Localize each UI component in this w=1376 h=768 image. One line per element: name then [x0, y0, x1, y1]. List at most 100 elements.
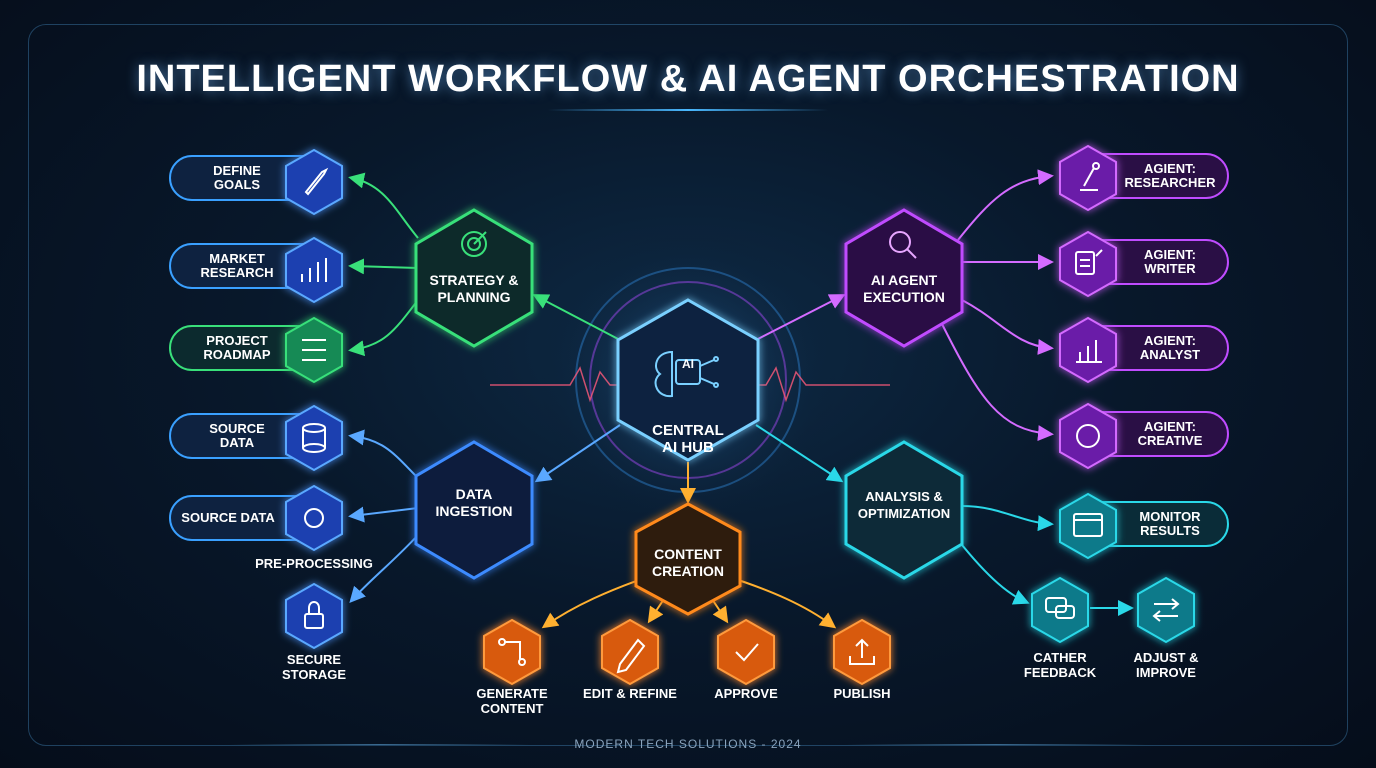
- connector-content-generate: [541, 575, 651, 629]
- gear-icon-hex: [285, 484, 343, 552]
- document-pen-icon: [1075, 249, 1103, 275]
- database-icon-hex: [285, 404, 343, 472]
- adjust-line2: IMPROVE: [1136, 665, 1196, 680]
- lock-icon: [304, 601, 324, 629]
- market-research-line2: RESEARCH: [200, 265, 274, 280]
- connector-hub-agents: [755, 294, 846, 341]
- ingestion-hexagon[interactable]: [414, 440, 534, 580]
- hub-hexagon[interactable]: [616, 298, 760, 462]
- strategy-label-line1: STRATEGY &: [429, 272, 519, 288]
- source-data-line2: DATA: [219, 435, 255, 450]
- connector-content-publish: [725, 575, 837, 629]
- chat-icon: [1045, 597, 1075, 619]
- pulse-right: [756, 366, 890, 403]
- flow-icon-hex: [483, 618, 541, 686]
- check-icon: [735, 643, 759, 662]
- connector-ingestion-source: [348, 429, 419, 479]
- swap-arrows-icon-hex: [1137, 576, 1195, 644]
- content-hexagon[interactable]: [634, 502, 742, 616]
- writer-line1: AGIENT:: [1144, 247, 1196, 262]
- flow-icon: [498, 638, 526, 666]
- connector-strategy-goals: [348, 172, 419, 239]
- strategy-label-line2: PLANNING: [437, 289, 511, 305]
- palette-icon-hex: [1059, 402, 1117, 470]
- hub-label-line1: CENTRAL: [652, 422, 724, 439]
- rocket-icon: [304, 167, 329, 196]
- generate-line1: GENERATE: [476, 686, 548, 701]
- chat-icon-hex: [1031, 576, 1089, 644]
- ingestion-label-line1: DATA: [455, 486, 493, 502]
- hub-ai-text: AI: [682, 357, 694, 371]
- roadmap-icon: [302, 339, 326, 361]
- document-pen-icon-hex: [1059, 230, 1117, 298]
- analyst-line2: ANALYST: [1139, 347, 1201, 362]
- hub-label-line2: AI HUB: [662, 439, 714, 456]
- ingestion-label-line2: INGESTION: [435, 503, 513, 519]
- analysis-hexagon[interactable]: [844, 440, 964, 580]
- market-research-line1: MARKET: [209, 251, 265, 266]
- brain-chip-icon: [654, 350, 719, 398]
- connector-hub-strategy: [532, 294, 621, 341]
- researcher-label: AGIENT:RESEARCHER: [1118, 154, 1222, 198]
- connector-strategy-research: [348, 258, 419, 275]
- palette-icon: [1076, 424, 1100, 448]
- approve-label: APPROVE: [714, 686, 778, 701]
- connector-agents-analyst: [961, 299, 1054, 355]
- lock-icon-hex: [285, 582, 343, 650]
- dashboard-icon: [1073, 513, 1103, 537]
- project-roadmap-line1: PROJECT: [206, 333, 268, 348]
- connector-ingestion-preprocessing: [348, 506, 419, 523]
- connector-agents-creative: [939, 319, 1054, 442]
- generate-line2: CONTENT: [480, 701, 544, 716]
- agents-hexagon[interactable]: [844, 208, 964, 348]
- secure-storage-line2: STORAGE: [281, 667, 347, 682]
- adjust-label: ADJUST &IMPROVE: [1116, 650, 1216, 680]
- edit-refine-label: EDIT & REFINE: [583, 686, 677, 701]
- upload-icon: [849, 638, 875, 665]
- agents-label: AI AGENT EXECUTION: [850, 272, 958, 306]
- footer-line-right: [846, 744, 1146, 745]
- dashboard-icon-hex: [1059, 492, 1117, 560]
- define-goals-line1: DEFINE: [213, 163, 261, 178]
- chart-icon: [1076, 340, 1102, 363]
- swap-arrows-icon: [1152, 598, 1180, 622]
- footer-line-left: [230, 744, 530, 745]
- connector-analysis-monitor: [961, 505, 1054, 532]
- connector-strategy-roadmap: [348, 299, 419, 357]
- connector-agents-researcher: [957, 169, 1054, 241]
- microscope-icon: [1080, 162, 1100, 191]
- publish-label: PUBLISH: [833, 686, 891, 701]
- database-icon: [302, 423, 326, 453]
- search-brain-icon: [889, 231, 917, 259]
- content-label-line1: CONTENT: [654, 546, 722, 562]
- strategy-hexagon[interactable]: [414, 208, 534, 348]
- check-icon-hex: [717, 618, 775, 686]
- project-roadmap-line2: ROADMAP: [203, 347, 271, 362]
- define-goals-line2: GOALS: [213, 177, 261, 192]
- connector-hub-ingestion: [534, 424, 621, 483]
- pencil-icon: [616, 638, 646, 674]
- preprocessing-label: PRE-PROCESSING: [255, 556, 373, 571]
- monitor-line1: MONITOR: [1139, 509, 1201, 524]
- connector-ingestion-storage: [349, 534, 419, 603]
- source-data-2-label: SOURCE DATA: [172, 496, 284, 540]
- feedback-line2: FEEDBACK: [1023, 665, 1097, 680]
- source-data-line1: SOURCE: [209, 421, 265, 436]
- researcher-line2: RESEARCHER: [1124, 175, 1216, 190]
- connector-analysis-feedback: [957, 539, 1030, 605]
- researcher-line1: AGIENT:: [1143, 161, 1196, 176]
- analyst-line1: AGIENT:: [1143, 333, 1196, 348]
- bar-chart-icon: [301, 258, 327, 282]
- creative-line2: CREATIVE: [1137, 433, 1203, 448]
- secure-storage-line1: SECURE: [286, 652, 342, 667]
- analysis-label-line2: OPTIMIZATION: [857, 506, 951, 521]
- feedback-line1: CATHER: [1033, 650, 1087, 665]
- creative-line1: AGIENT:: [1143, 419, 1196, 434]
- title-underline: [548, 109, 828, 111]
- analysis-label-line1: ANALYSIS &: [865, 489, 943, 504]
- page-title: INTELLIGENT WORKFLOW & AI AGENT ORCHESTR…: [136, 58, 1240, 100]
